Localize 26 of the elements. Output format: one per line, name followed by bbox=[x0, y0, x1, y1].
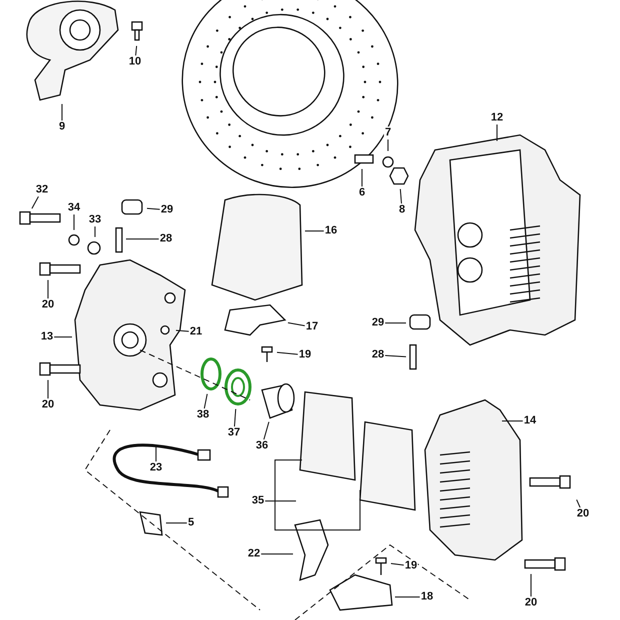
leader-line bbox=[175, 330, 190, 332]
leader-line bbox=[576, 499, 581, 508]
leader-line bbox=[54, 336, 72, 338]
leader-line bbox=[31, 196, 39, 209]
leader-line bbox=[287, 322, 306, 326]
leader-line bbox=[276, 352, 298, 355]
leader-line bbox=[400, 188, 402, 204]
leader-line bbox=[234, 408, 236, 427]
leader-line bbox=[502, 420, 524, 422]
leader-line bbox=[384, 354, 406, 358]
leader-line bbox=[264, 500, 296, 502]
leader-line bbox=[394, 596, 420, 598]
leader-line bbox=[390, 563, 404, 566]
leader-line bbox=[94, 226, 96, 238]
callout-number: 32 bbox=[34, 184, 50, 196]
leader-line bbox=[135, 45, 138, 56]
callout-number: 7 bbox=[384, 126, 392, 140]
leader-line bbox=[496, 124, 498, 142]
leader-line bbox=[304, 230, 324, 232]
leader-line bbox=[530, 574, 532, 597]
leader-line bbox=[146, 208, 160, 210]
leader-line bbox=[166, 522, 188, 524]
leader-line bbox=[204, 393, 208, 409]
leader-line bbox=[263, 421, 270, 440]
leader-line bbox=[384, 322, 406, 324]
leader-line bbox=[126, 238, 160, 240]
